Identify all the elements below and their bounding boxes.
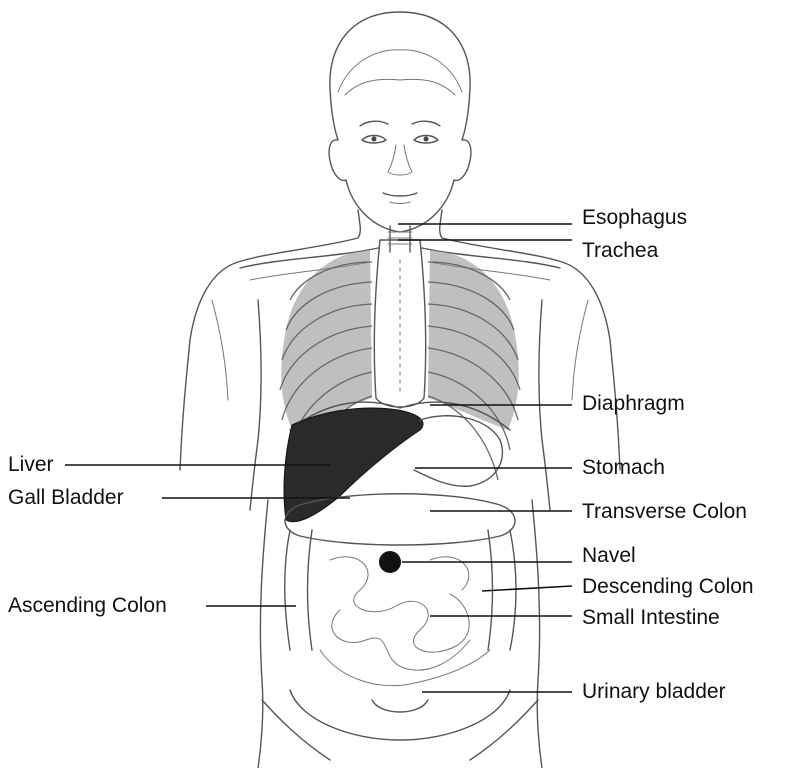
intestines [285,494,516,686]
pelvis [262,690,538,760]
label-liver: Liver [8,453,54,477]
label-navel: Navel [582,544,636,568]
label-diaphragm: Diaphragm [582,392,685,416]
label-stomach: Stomach [582,456,665,480]
leader-descending-colon [482,586,572,591]
label-transverse-colon: Transverse Colon [582,500,747,524]
label-small-intestine: Small Intestine [582,606,720,630]
label-descending-colon: Descending Colon [582,575,754,599]
label-esophagus: Esophagus [582,206,687,230]
head [329,12,471,232]
label-ascending-colon: Ascending Colon [8,594,167,618]
label-trachea: Trachea [582,239,658,263]
navel-dot [379,551,401,573]
stomach [414,416,502,487]
label-urinary-bladder: Urinary bladder [582,680,726,704]
label-gall-bladder: Gall Bladder [8,486,124,510]
